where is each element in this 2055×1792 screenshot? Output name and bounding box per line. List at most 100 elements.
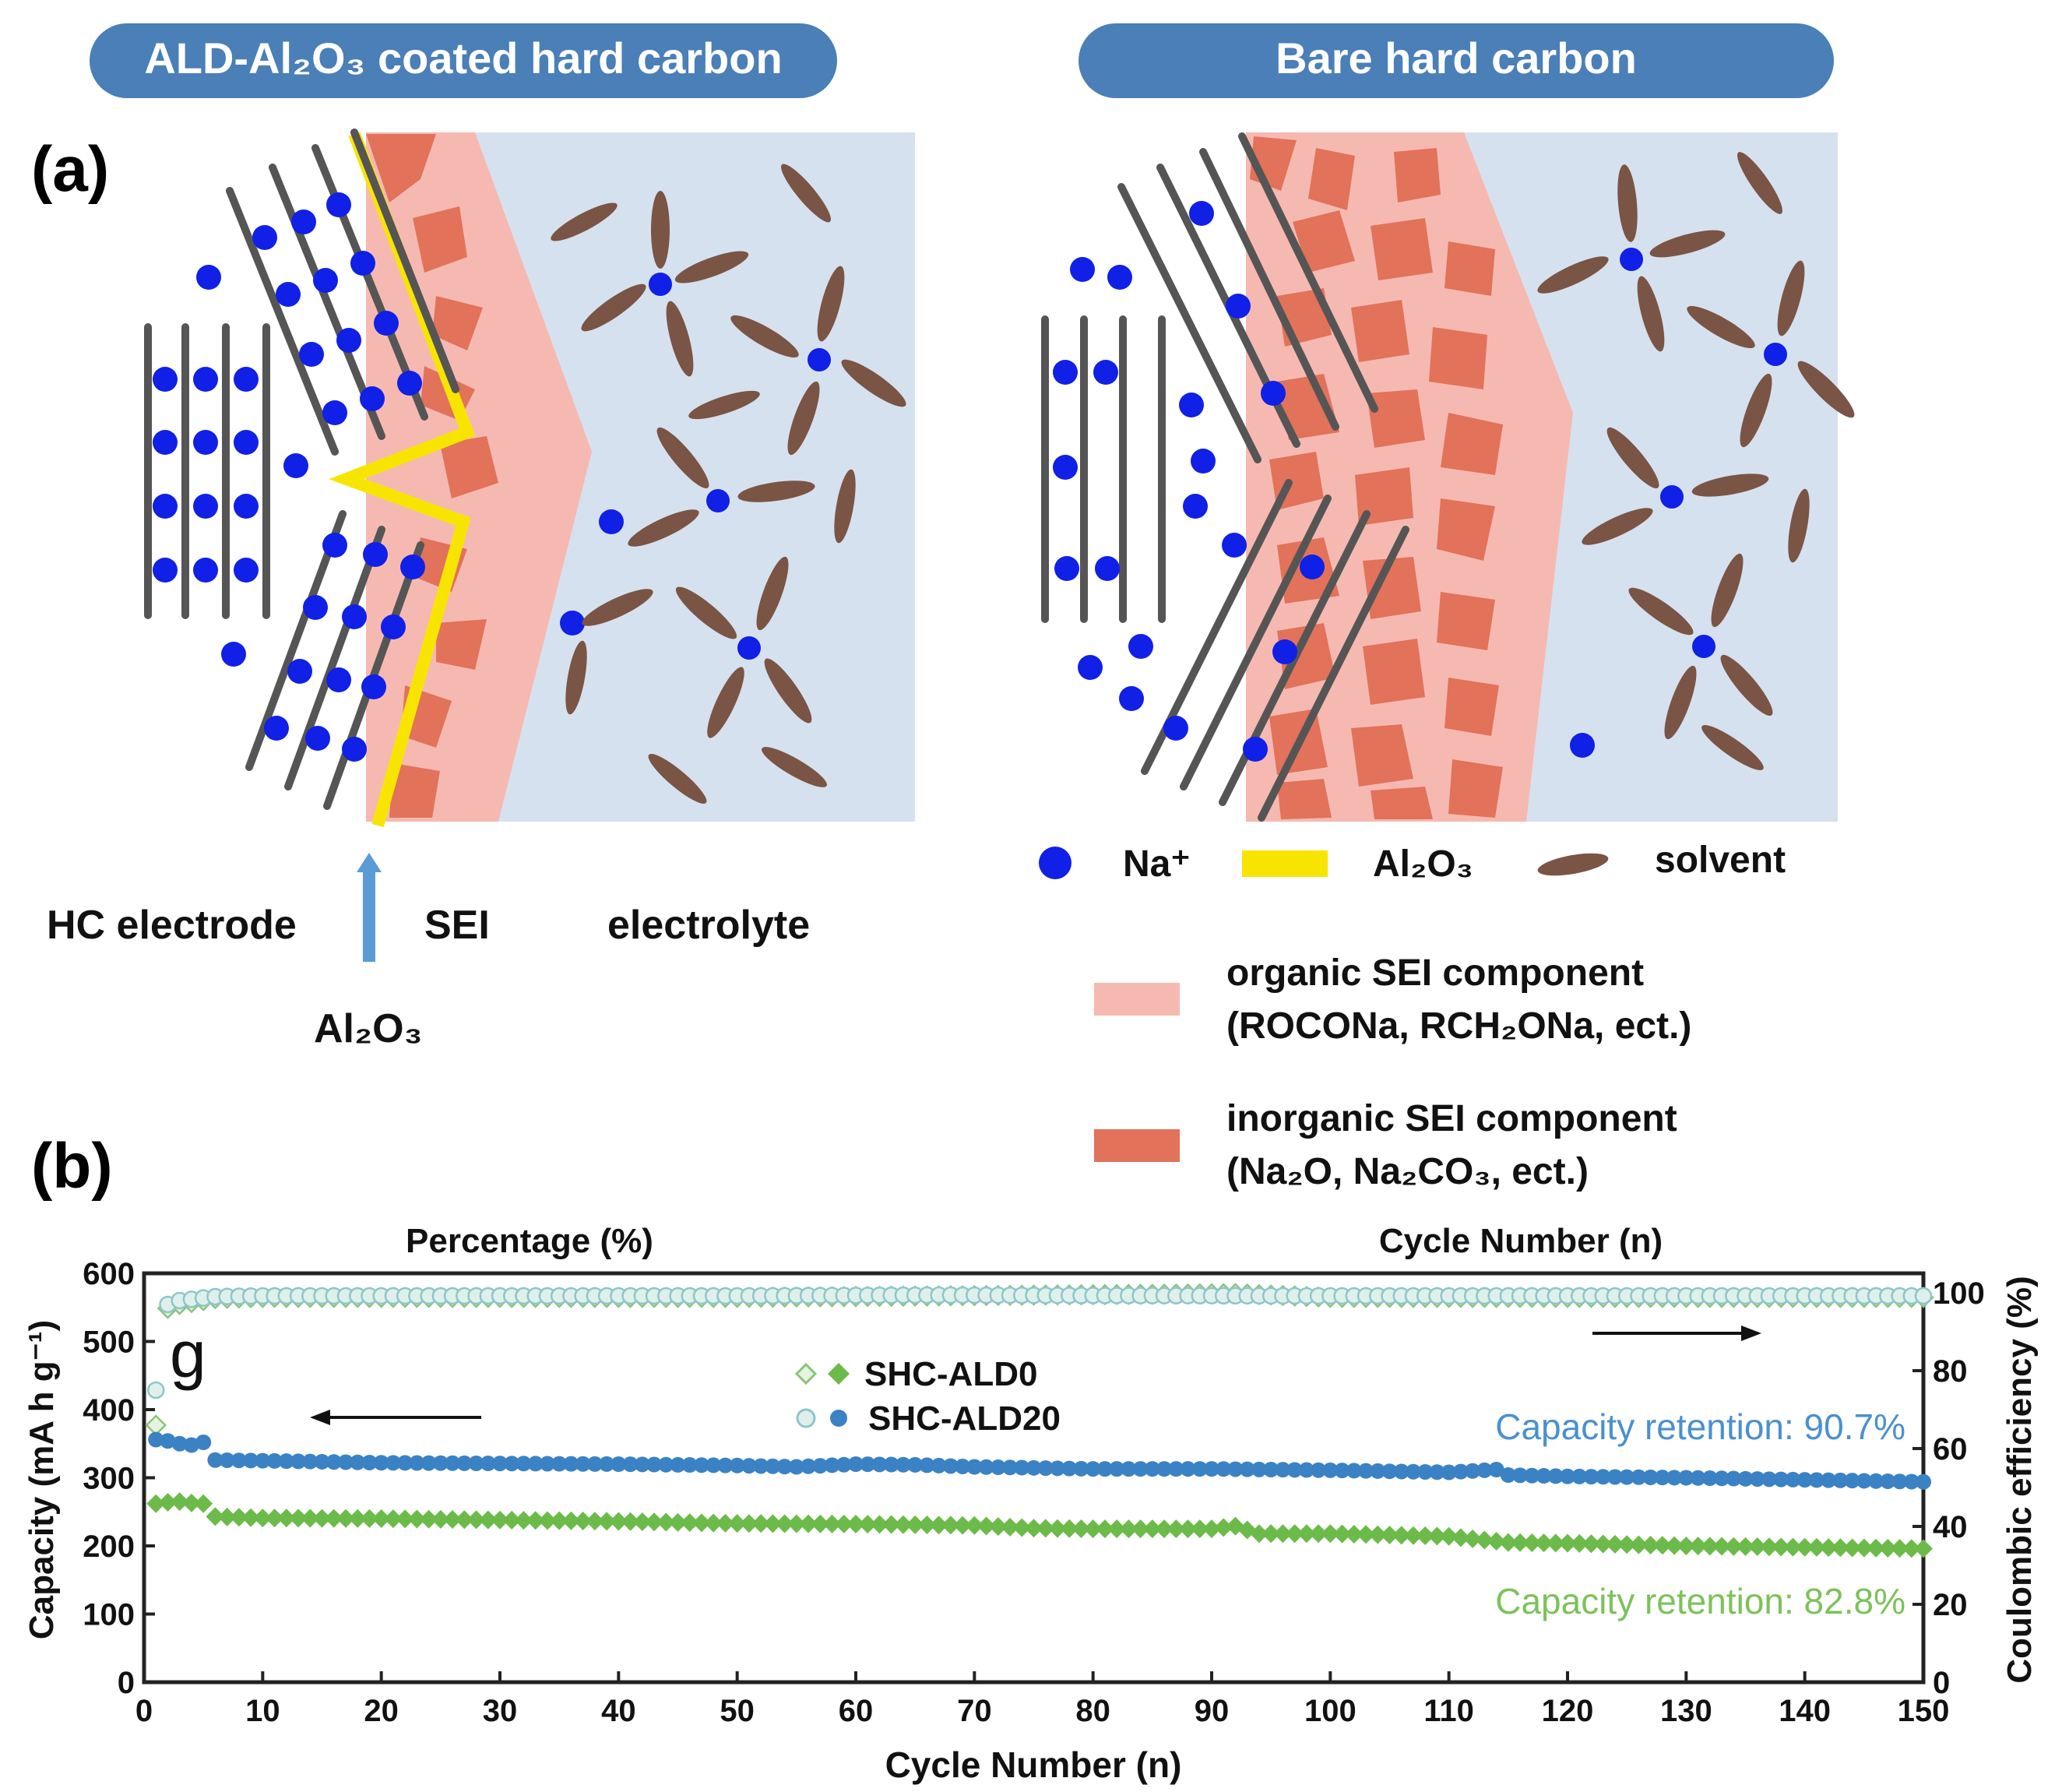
ald20-point — [563, 1456, 579, 1472]
ald0-point — [953, 1516, 973, 1535]
ald20-point — [195, 1435, 212, 1450]
ald20-point — [290, 1453, 307, 1470]
ald0-point — [893, 1515, 913, 1534]
ald0-point — [265, 1509, 284, 1528]
ald20-point — [575, 1456, 591, 1472]
ald0-point — [1131, 1519, 1150, 1539]
ald20-point — [1856, 1473, 1872, 1489]
ald0-point — [383, 1509, 403, 1529]
ald0-point — [727, 1514, 747, 1533]
ald20-point — [1132, 1461, 1149, 1477]
ald0-point — [1083, 1519, 1103, 1539]
ald20-point — [1311, 1462, 1327, 1478]
ald0-point — [312, 1509, 332, 1528]
ald0-point — [1095, 1519, 1114, 1539]
ald0-point — [537, 1511, 557, 1530]
ald0-point — [1190, 1519, 1209, 1539]
ald20-point — [1690, 1470, 1706, 1486]
ald20-point — [1191, 1461, 1208, 1477]
ald0-point — [1487, 1532, 1506, 1551]
ald20-point — [148, 1431, 164, 1448]
ald20-point — [1808, 1472, 1825, 1488]
ald0-point — [1142, 1519, 1162, 1539]
ald0-point — [976, 1516, 996, 1536]
ald20-point — [824, 1457, 840, 1473]
ald0-point — [811, 1514, 830, 1533]
ald20-point — [337, 1454, 354, 1470]
ald0-point — [1605, 1534, 1624, 1554]
ald0-point — [988, 1517, 1008, 1537]
x-tick-label: 110 — [1423, 1694, 1474, 1728]
series-layer — [145, 1283, 1934, 1558]
ald0-point — [917, 1516, 937, 1535]
x-tick-label: 20 — [364, 1694, 399, 1728]
ald20-point — [278, 1453, 294, 1470]
ald0-point — [739, 1514, 758, 1533]
ald0-point — [1546, 1533, 1565, 1553]
ald20-point — [1358, 1463, 1374, 1479]
ald20-point — [765, 1458, 781, 1474]
ald0-point — [371, 1509, 391, 1528]
panel-b-label: (b) — [31, 1131, 113, 1202]
ald20-point — [1891, 1473, 1908, 1490]
ald0-point — [1736, 1537, 1755, 1556]
ald20-point — [1227, 1461, 1244, 1477]
ald0-point — [1012, 1518, 1032, 1537]
ald20-point — [266, 1452, 283, 1469]
ald0-point — [396, 1509, 415, 1529]
ald20-point — [1096, 1461, 1113, 1477]
y-tick-label: 600 — [83, 1257, 135, 1291]
ald20-point — [492, 1456, 508, 1472]
legend-ald0-open-marker — [794, 1362, 818, 1385]
ald0-point — [1724, 1537, 1744, 1556]
ald0-point — [1677, 1537, 1696, 1555]
left-title-pill — [90, 23, 837, 98]
ald20-point — [1251, 1461, 1267, 1477]
ald0-point — [336, 1509, 355, 1528]
chart-legend: SHC-ALD0 SHC-ALD20 — [794, 1355, 1061, 1438]
ald20-point — [1536, 1468, 1552, 1484]
ald0-point — [799, 1514, 818, 1533]
ald0-point — [1047, 1519, 1067, 1538]
ald20-point — [1476, 1462, 1493, 1478]
ald20-point — [1796, 1472, 1813, 1488]
x-tick-label: 30 — [483, 1694, 518, 1728]
ald20-point — [717, 1457, 734, 1473]
ald0-point — [491, 1510, 509, 1530]
ald20-point — [1429, 1464, 1445, 1480]
series-ald20 — [148, 1431, 1931, 1490]
legend-inorganic-swatch — [1094, 1129, 1180, 1162]
ald0-point — [1403, 1526, 1423, 1545]
y-right-tick-label: 20 — [1933, 1588, 1968, 1622]
ald20-point — [1595, 1469, 1611, 1485]
ald0-point — [1107, 1519, 1127, 1539]
x-tick-label: 40 — [601, 1694, 636, 1728]
ald20-point — [183, 1437, 199, 1453]
ald0-point — [289, 1509, 308, 1528]
legend-al2o3-swatch — [1242, 850, 1328, 877]
left-title: ALD-Al₂O₃ coated hard carbon — [144, 33, 782, 83]
ald0-point — [217, 1507, 237, 1526]
ald20-point — [883, 1456, 899, 1473]
ald20-point — [468, 1455, 484, 1471]
ald20-point — [622, 1456, 639, 1473]
ald20-point — [1761, 1471, 1777, 1487]
ald20-point — [539, 1456, 555, 1472]
y-tick-label: 300 — [83, 1462, 135, 1496]
ald0-point — [1498, 1533, 1518, 1552]
ald0-point — [1214, 1518, 1233, 1537]
ald20-point — [1821, 1472, 1837, 1488]
x-tick-label: 120 — [1542, 1694, 1594, 1728]
ald0-point — [550, 1511, 569, 1530]
legend-organic-swatch — [1094, 983, 1180, 1016]
ald20-point — [753, 1458, 769, 1474]
left-axis-arrow — [310, 1410, 481, 1425]
ald0-point — [1558, 1533, 1577, 1553]
ald20-point — [1868, 1473, 1884, 1489]
ald20-point — [681, 1457, 698, 1473]
ald0-point — [360, 1509, 379, 1528]
ald0-point — [1842, 1538, 1862, 1558]
ald20-point — [978, 1459, 994, 1475]
ald0-point — [1119, 1519, 1138, 1539]
